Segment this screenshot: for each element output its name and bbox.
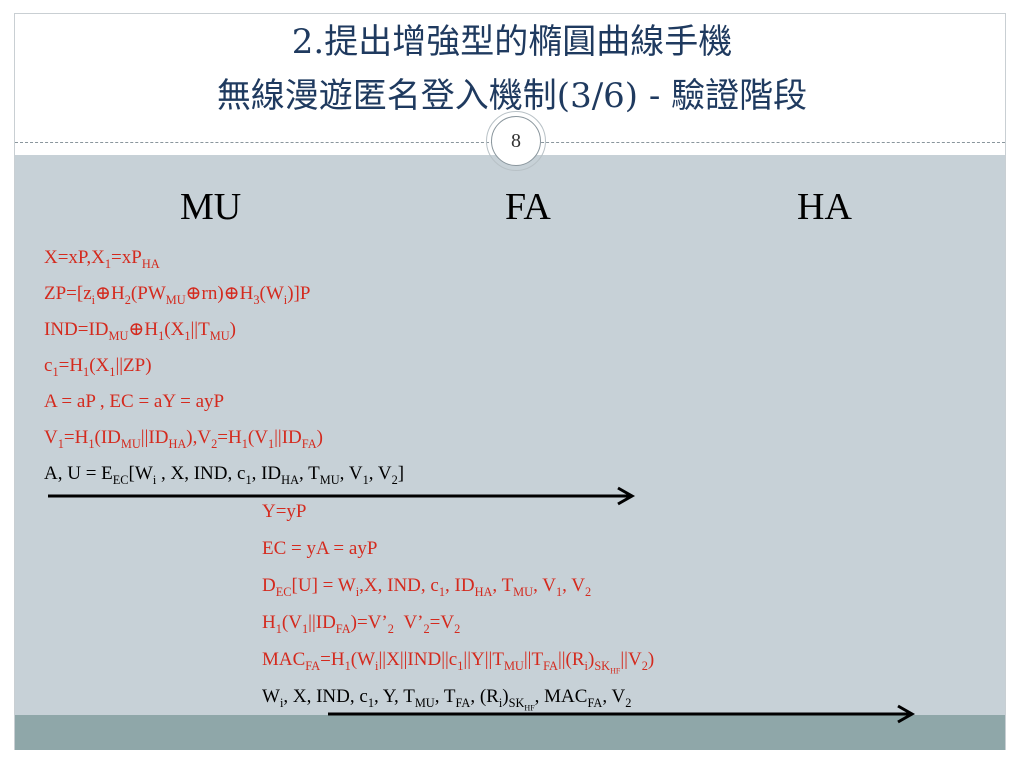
mu-step-2: ZP=[zi⊕H2(PWMU⊕rn)⊕H3(Wi)]P: [44, 283, 311, 307]
entity-mu: MU: [180, 186, 242, 228]
mu-step-6: V1=H1(IDMU||IDHA),V2=H1(V1||IDFA): [44, 427, 323, 451]
slide-content-area: [15, 155, 1005, 715]
page-number-badge: 8: [486, 111, 546, 171]
arrow-mu-to-fa: [48, 486, 636, 506]
fa-step-3: DEC[U] = Wi,X, IND, c1, IDHA, TMU, V1, V…: [262, 575, 592, 599]
mu-step-4: c1=H1(X1||ZP): [44, 355, 152, 379]
arrow-fa-to-ha: [328, 704, 916, 724]
entity-fa: FA: [505, 186, 551, 228]
page-number: 8: [511, 129, 521, 152]
mu-step-1: X=xP,X1=xPHA: [44, 247, 160, 271]
entity-ha: HA: [797, 186, 852, 228]
fa-step-4: H1(V1||IDFA)=V’2 V’2=V2: [262, 612, 461, 636]
mu-step-5: A = aP , EC = aY = ayP: [44, 391, 225, 412]
slide-title-line1: 2.提出增強型的橢圓曲線手機: [291, 22, 733, 62]
fa-step-2: EC = yA = ayP: [262, 538, 378, 559]
bottom-band: [15, 715, 1005, 750]
slide-title-line2: 無線漫遊匿名登入機制(3/6) - 驗證階段: [216, 76, 808, 116]
fa-step-5: MACFA=H1(Wi||X||IND||c1||Y||TMU||TFA||(R…: [262, 649, 655, 676]
message-fa-to-ha: Wi, X, IND, c1, Y, TMU, TFA, (Ri)SKHF, M…: [262, 686, 632, 713]
message-mu-to-fa: A, U = EEC[Wi , X, IND, c1, IDHA, TMU, V…: [44, 463, 405, 487]
mu-step-3: IND=IDMU⊕H1(X1||TMU): [44, 319, 236, 343]
fa-step-1: Y=yP: [262, 501, 307, 522]
